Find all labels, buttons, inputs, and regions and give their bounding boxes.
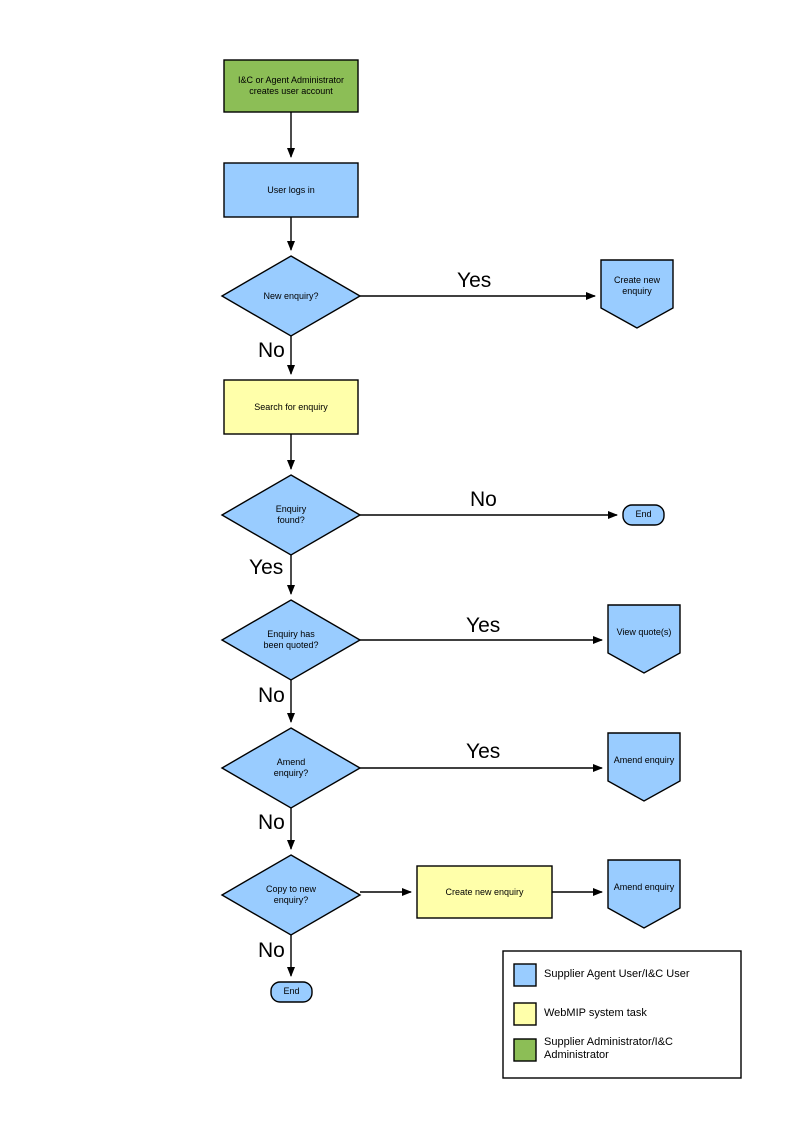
node-create-new-enquiry-tag-1[interactable] (600, 259, 674, 329)
node-user-logs-in[interactable] (223, 162, 359, 218)
node-admin-creates-user-account[interactable] (223, 59, 359, 113)
legend-swatch-admin (513, 1038, 537, 1062)
node-amend-enquiry-decision[interactable] (220, 727, 362, 809)
node-copy-to-new-enquiry-decision[interactable] (220, 854, 362, 936)
legend-swatch-system (513, 1002, 537, 1026)
node-end-terminator-2[interactable] (270, 981, 313, 1003)
node-shapes (220, 59, 681, 1003)
node-enquiry-quoted-decision[interactable] (220, 599, 362, 681)
node-amend-enquiry-tag-2[interactable] (607, 859, 681, 929)
legend-item-label-admin: Supplier Administrator/I&C Administrator (544, 1036, 673, 1061)
legend-border (502, 950, 742, 1079)
legend-item-label-user: Supplier Agent User/I&C User (544, 968, 690, 980)
legend-item-label-system: WebMIP system task (544, 1007, 647, 1019)
node-view-quotes-tag[interactable] (607, 604, 681, 674)
node-search-for-enquiry[interactable] (223, 379, 359, 435)
node-end-terminator-1[interactable] (622, 504, 665, 526)
legend-box (502, 950, 742, 1079)
connectors (287, 112, 618, 977)
legend-swatch-user (513, 963, 537, 987)
node-amend-enquiry-tag-1[interactable] (607, 732, 681, 802)
label-end-terminator-1: End (635, 509, 652, 519)
node-create-new-enquiry-system-task[interactable] (416, 865, 553, 919)
node-enquiry-found-decision[interactable] (220, 474, 362, 556)
node-new-enquiry-decision[interactable] (220, 255, 362, 337)
label-end-terminator-2: End (283, 986, 300, 996)
